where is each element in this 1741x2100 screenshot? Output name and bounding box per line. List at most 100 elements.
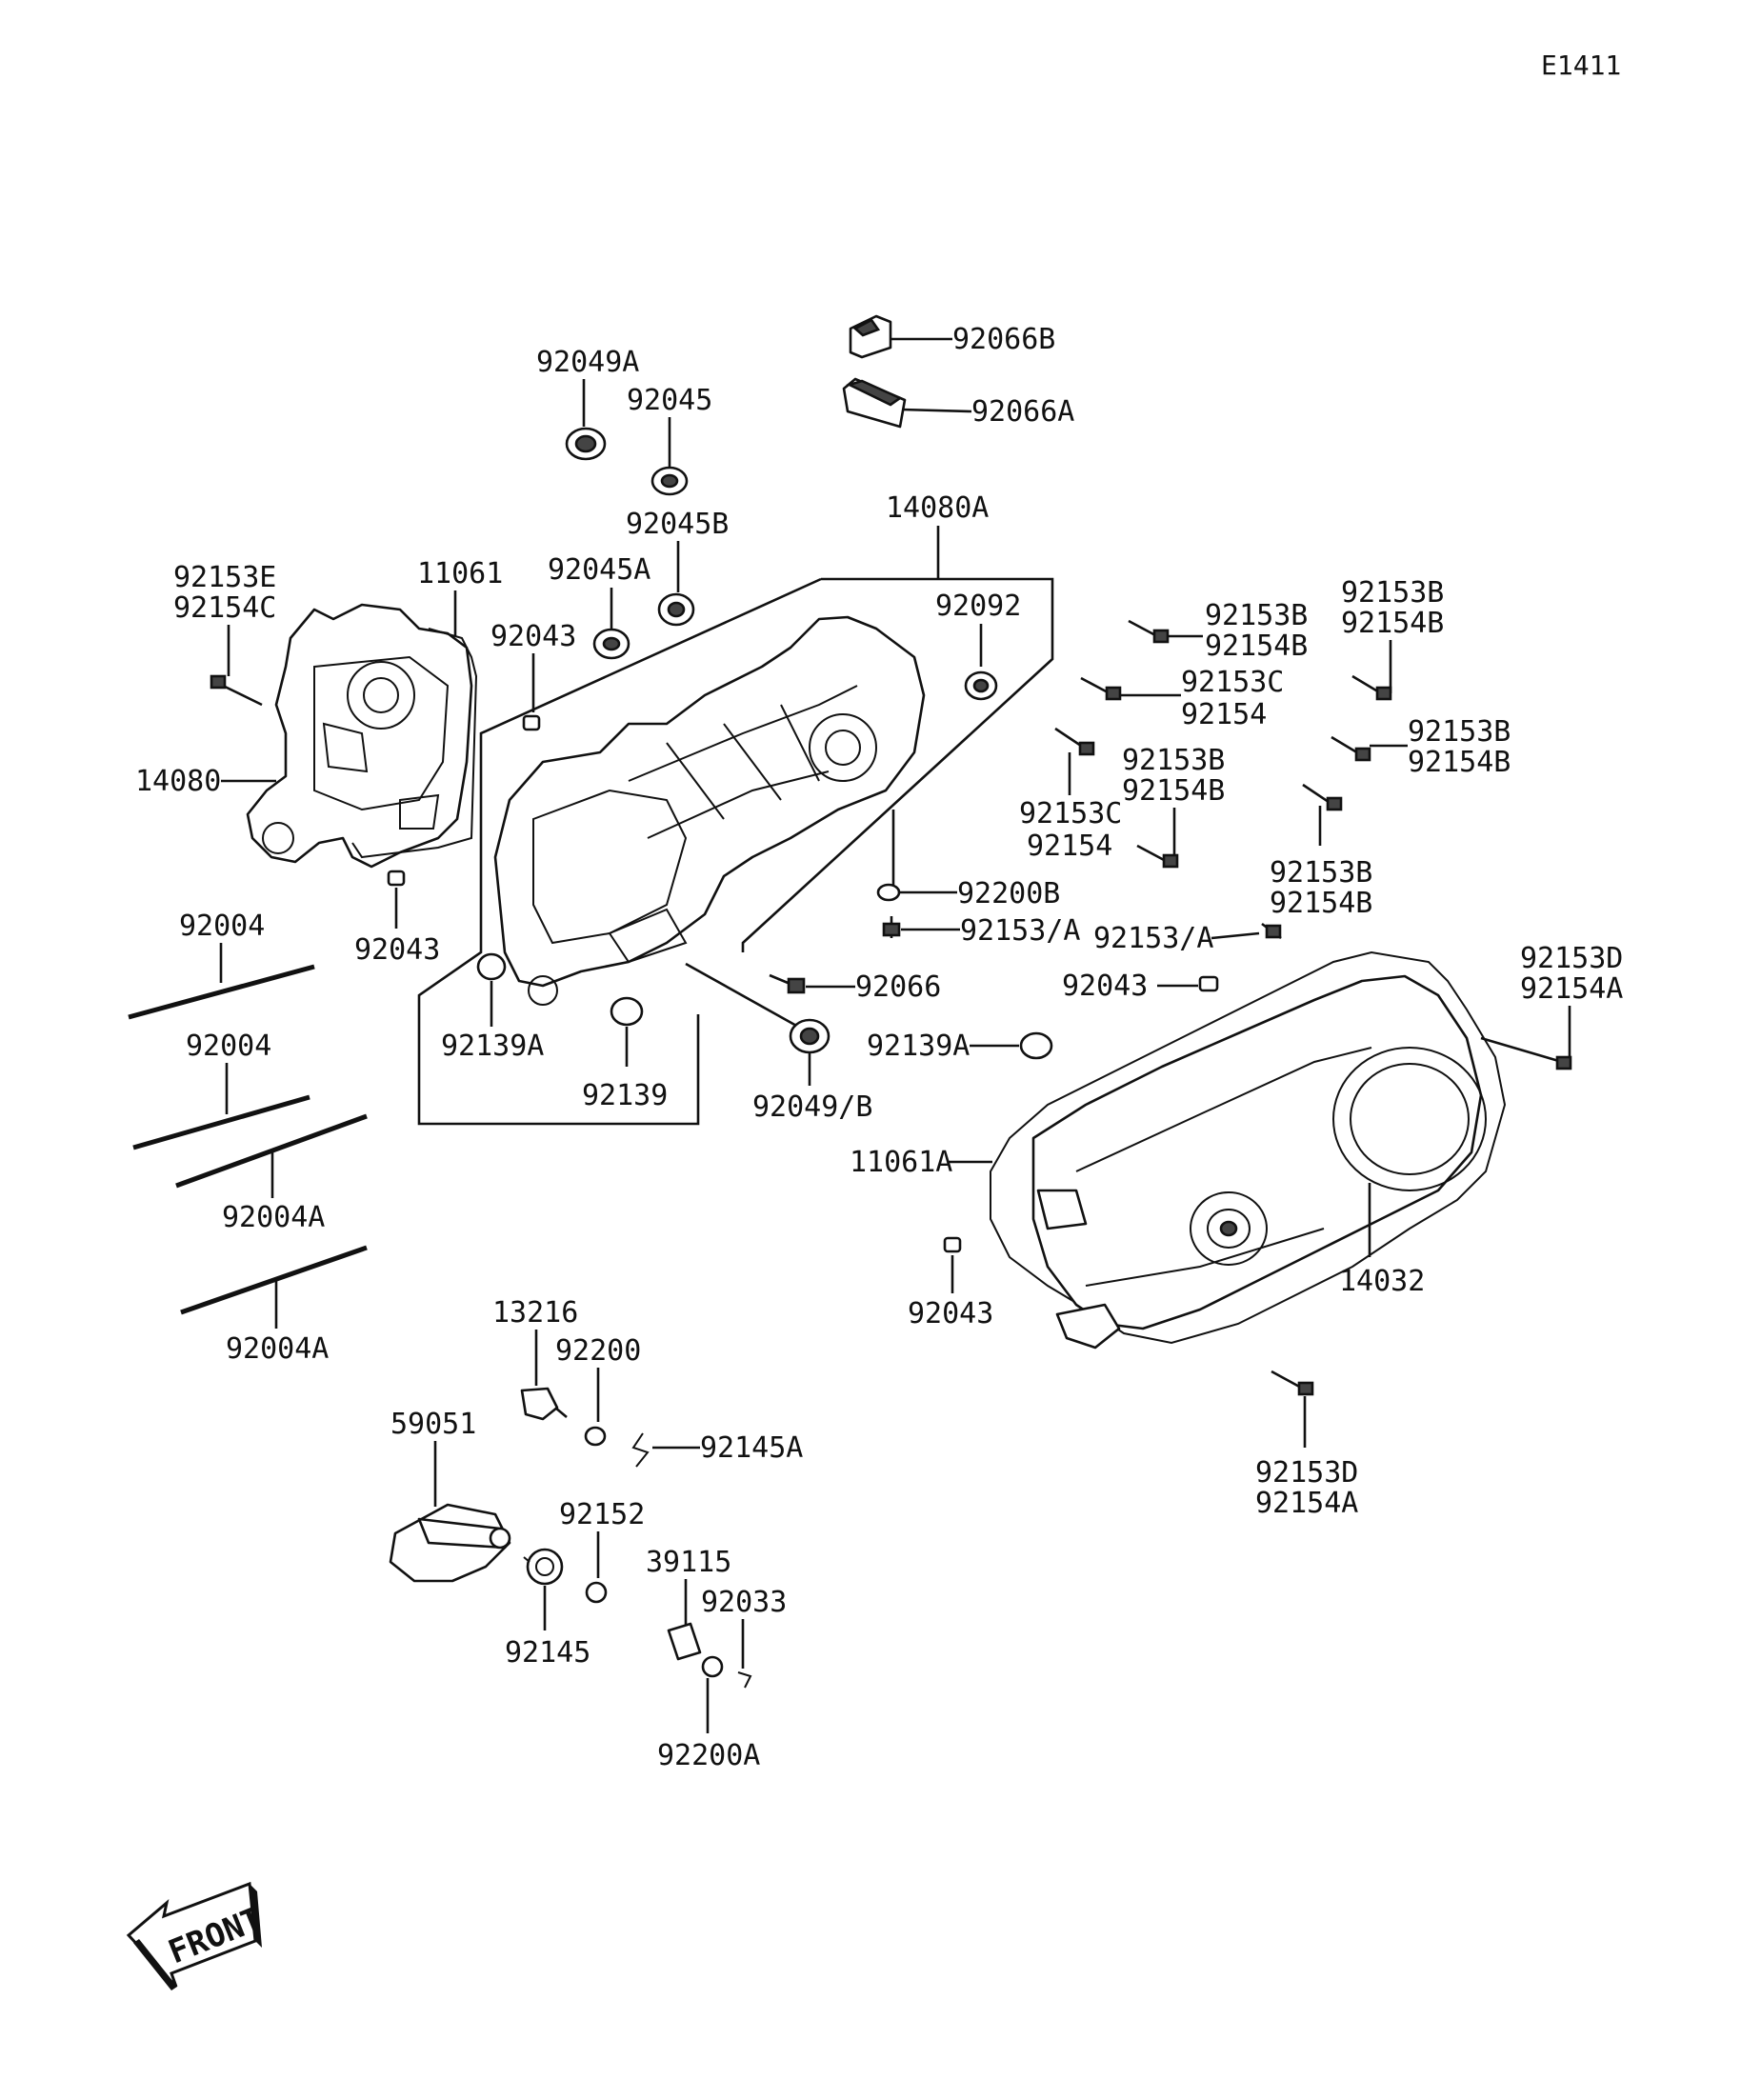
label-92045A: 92045A xyxy=(548,553,650,587)
part-14032-drawing xyxy=(1031,974,1487,1350)
part-92153E-drawing xyxy=(210,674,263,707)
part-92200B-drawing xyxy=(876,883,901,902)
leader-14080A-to-92049B xyxy=(685,962,799,1029)
label-92153B-d: 92153B xyxy=(1122,744,1225,777)
label-92154B-a: 92154B xyxy=(1205,630,1308,663)
label-59051: 59051 xyxy=(390,1408,476,1441)
label-92092: 92092 xyxy=(935,590,1021,623)
part-92043-right-drawing xyxy=(1198,975,1219,992)
part-92092-drawing xyxy=(964,670,998,701)
label-92154B-b: 92154B xyxy=(1341,607,1444,640)
part-92066-drawing xyxy=(769,973,806,994)
label-92153D-a: 92153D xyxy=(1520,942,1623,975)
part-92153D-a-drawing xyxy=(1480,1036,1572,1070)
leader-92066A xyxy=(901,408,972,413)
label-92153C-b: 92153C xyxy=(1019,797,1122,830)
part-92153B-e-drawing xyxy=(1302,783,1343,811)
part-92139A-right-drawing xyxy=(1019,1031,1053,1060)
label-92200B: 92200B xyxy=(957,877,1060,910)
label-92145A: 92145A xyxy=(700,1431,803,1465)
label-92004-2: 92004 xyxy=(186,1030,271,1063)
part-92153C-b-drawing xyxy=(1054,727,1095,756)
label-92066B: 92066B xyxy=(952,323,1055,356)
label-92152: 92152 xyxy=(559,1498,645,1531)
label-39115: 39115 xyxy=(646,1546,731,1579)
label-11061A: 11061A xyxy=(850,1146,952,1179)
label-92049B: 92049/B xyxy=(752,1090,872,1124)
label-92043-upper: 92043 xyxy=(490,620,576,653)
label-92139: 92139 xyxy=(582,1079,668,1112)
part-92153C-a-drawing xyxy=(1080,676,1122,701)
part-92045-drawing xyxy=(650,466,689,496)
part-92043-upper-drawing xyxy=(522,714,541,731)
part-92139-drawing xyxy=(610,996,644,1027)
front-arrow: FRONT xyxy=(126,1881,268,1990)
part-92045B-drawing xyxy=(657,592,695,627)
part-92045A-drawing xyxy=(592,628,630,660)
label-92045B: 92045B xyxy=(626,508,729,541)
label-92139A-right: 92139A xyxy=(867,1030,970,1063)
part-92153A-center-drawing xyxy=(882,916,901,938)
label-92045: 92045 xyxy=(627,384,712,417)
label-92004A-1: 92004A xyxy=(222,1201,325,1234)
label-92154-a: 92154 xyxy=(1181,698,1267,731)
label-92153A-center: 92153/A xyxy=(960,914,1080,948)
label-92145: 92145 xyxy=(505,1636,590,1670)
part-92049A-drawing xyxy=(565,427,607,461)
label-92154B-e: 92154B xyxy=(1270,887,1372,920)
label-92139A-center: 92139A xyxy=(441,1030,544,1063)
part-92033-drawing xyxy=(737,1671,752,1689)
label-92043-lower: 92043 xyxy=(354,933,440,967)
label-14032: 14032 xyxy=(1339,1265,1425,1298)
part-92139A-center-drawing xyxy=(476,952,507,981)
part-92004-2-drawing xyxy=(132,1094,310,1150)
part-92043-lower-drawing xyxy=(387,870,406,887)
label-92004-1: 92004 xyxy=(179,910,265,943)
label-92154A-b: 92154A xyxy=(1255,1487,1358,1520)
label-14080: 14080 xyxy=(135,765,221,798)
label-92154-b: 92154 xyxy=(1027,830,1112,863)
label-92153E: 92153E xyxy=(173,561,276,594)
part-11061-drawing xyxy=(351,628,478,859)
part-92145A-drawing xyxy=(631,1432,650,1468)
part-92200A-drawing xyxy=(701,1655,724,1678)
part-92200-drawing xyxy=(584,1426,607,1447)
part-92066B-drawing xyxy=(849,314,892,359)
part-92049B-drawing xyxy=(789,1018,830,1054)
part-92153A-right-drawing xyxy=(1261,922,1282,940)
label-92066A: 92066A xyxy=(971,395,1074,429)
label-92154C: 92154C xyxy=(173,591,276,625)
label-11061: 11061 xyxy=(417,557,503,590)
part-92153D-b-drawing xyxy=(1271,1370,1314,1396)
label-92004A-2: 92004A xyxy=(226,1332,329,1366)
part-92153B-a-drawing xyxy=(1128,619,1170,644)
part-14080A-drawing xyxy=(493,615,926,1006)
label-92153C-a: 92153C xyxy=(1181,666,1284,699)
part-92153B-c-drawing xyxy=(1331,735,1371,762)
part-92153B-b-drawing xyxy=(1351,674,1392,701)
part-59051-drawing xyxy=(389,1503,511,1583)
part-92043-bottom-drawing xyxy=(943,1236,962,1253)
label-92043-right: 92043 xyxy=(1062,970,1148,1003)
label-92153A-right: 92153/A xyxy=(1093,922,1213,955)
label-92154B-c: 92154B xyxy=(1408,746,1511,779)
bracket-14080A xyxy=(417,577,1054,1126)
label-92153B-e: 92153B xyxy=(1270,856,1372,890)
part-92004A-2-drawing xyxy=(180,1245,368,1315)
part-92145-drawing xyxy=(523,1548,564,1586)
label-92153B-b: 92153B xyxy=(1341,576,1444,610)
label-92200: 92200 xyxy=(555,1334,641,1368)
label-92066: 92066 xyxy=(855,970,941,1004)
part-39115-drawing xyxy=(667,1622,702,1661)
label-92033: 92033 xyxy=(701,1586,787,1619)
leader-92153A-right xyxy=(1211,931,1260,940)
part-92152-drawing xyxy=(585,1581,608,1604)
label-14080A: 14080A xyxy=(886,491,989,525)
label-92154A-a: 92154A xyxy=(1520,972,1623,1006)
part-92004A-1-drawing xyxy=(175,1113,368,1189)
part-14080-drawing xyxy=(246,603,473,869)
label-92043-bottom: 92043 xyxy=(908,1297,993,1330)
part-92004-1-drawing xyxy=(128,964,315,1020)
label-92200A: 92200A xyxy=(657,1739,760,1772)
part-92066A-drawing xyxy=(842,377,907,429)
